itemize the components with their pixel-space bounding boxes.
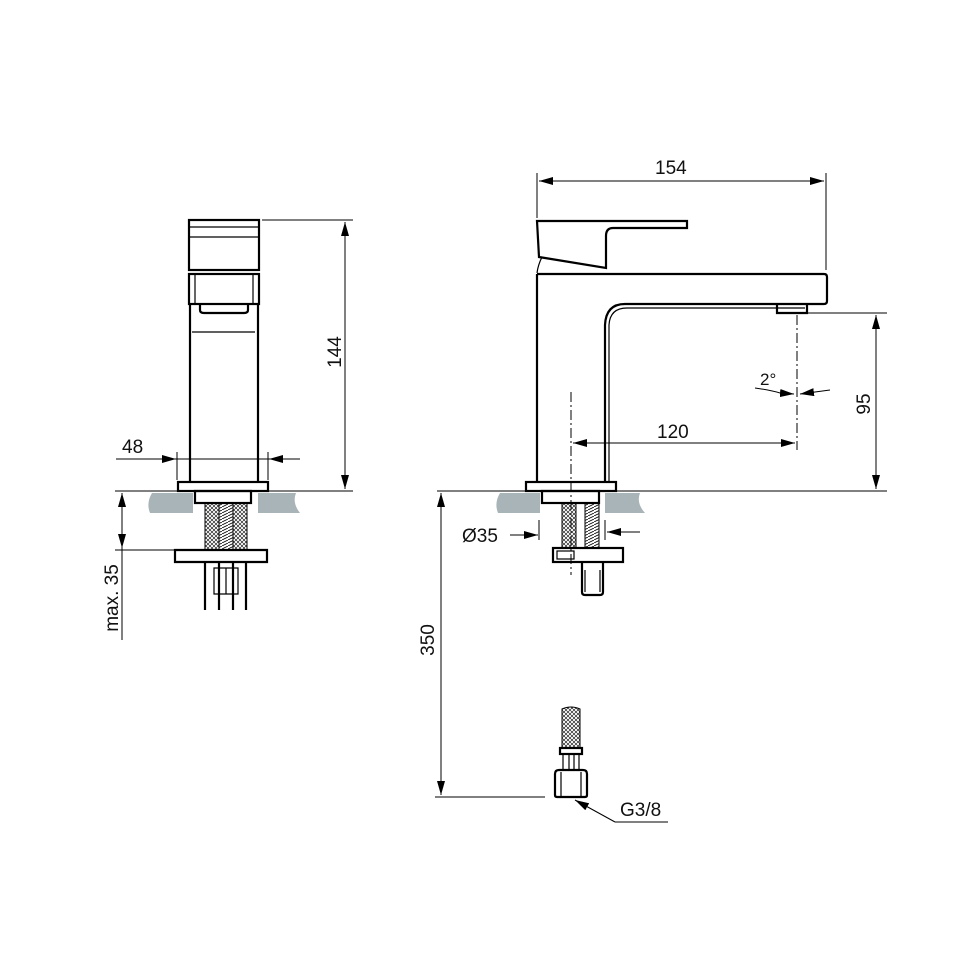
label-hole-diameter: Ø35 [462, 526, 498, 547]
label-angle: 2° [760, 370, 776, 389]
label-width: 48 [122, 437, 143, 458]
label-thread: G3/8 [620, 800, 661, 821]
dim-reach-120: 120 [573, 315, 798, 450]
dim-spout-height-95: 95 [808, 312, 887, 489]
side-view: 144 48 max. 35 [102, 218, 353, 640]
dim-hose-350: 350 [418, 493, 545, 798]
side-mounting-fitting [173, 489, 269, 610]
side-countertop-right [258, 493, 300, 513]
front-view: 154 95 120 2° Ø35 [418, 158, 887, 823]
side-countertop-left [148, 493, 193, 513]
front-body [524, 272, 829, 493]
front-lever [535, 219, 689, 274]
front-countertop-right [605, 493, 645, 513]
dim-height-144: 144 [262, 219, 353, 489]
dim-width-48: 48 [116, 437, 300, 480]
dim-length-154: 154 [536, 158, 827, 270]
side-body [176, 304, 270, 493]
label-spout-height: 95 [854, 393, 875, 414]
label-hose-length: 350 [418, 624, 439, 656]
callout-thread: G3/8 [574, 799, 668, 823]
side-handle [187, 218, 261, 315]
front-mounting-fitting [540, 489, 625, 597]
dim-angle-2deg: 2° [754, 370, 831, 397]
dim-max-35: max. 35 [102, 493, 175, 640]
label-reach: 120 [657, 422, 689, 443]
dim-hole-diameter: Ø35 [462, 520, 640, 547]
label-height: 144 [325, 336, 346, 368]
hose-connector [553, 706, 589, 799]
front-countertop-left [496, 493, 540, 513]
label-length: 154 [655, 158, 687, 179]
label-max-thickness: max. 35 [102, 564, 123, 632]
